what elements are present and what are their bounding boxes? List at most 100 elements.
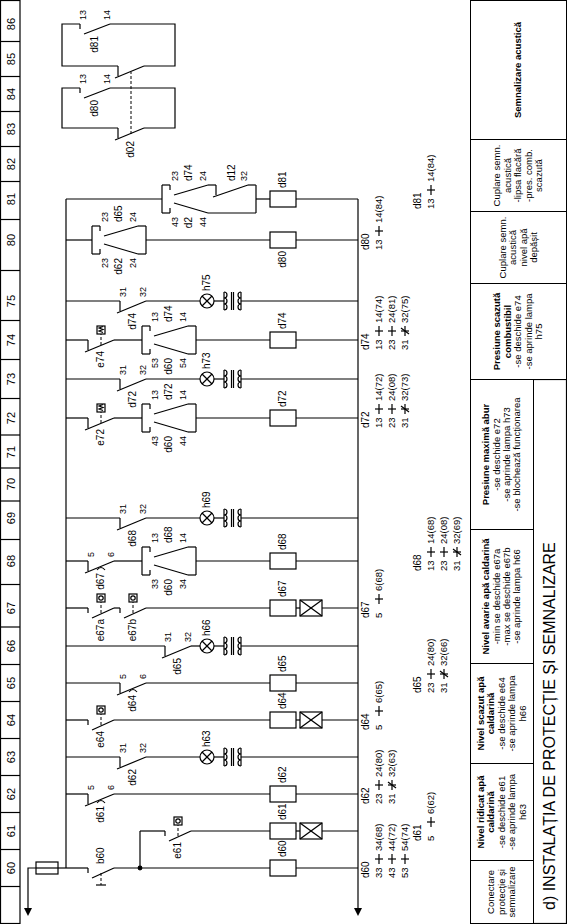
table-cell: Presiune scazută combustibil-se deschide… <box>470 283 567 380</box>
wire <box>195 326 196 354</box>
contact-reference: 44(72) <box>387 824 397 851</box>
delay-box <box>300 600 322 616</box>
contact-terminal <box>117 128 118 138</box>
contact-blade <box>154 547 188 557</box>
column-number: 82 <box>5 158 16 170</box>
wire <box>241 300 358 301</box>
contact-blade <box>117 518 146 530</box>
transformer-core <box>231 509 232 527</box>
wire <box>214 300 224 301</box>
contact-terminal <box>149 427 150 432</box>
relay-coil <box>270 232 296 248</box>
wire <box>140 830 165 831</box>
reference-tag: d68 <box>413 554 423 571</box>
terminal-number: 24 <box>129 258 138 268</box>
terminal-number: 23 <box>101 258 110 268</box>
wire <box>114 560 142 561</box>
contact-terminal <box>149 326 150 331</box>
wire <box>322 607 358 608</box>
cell-heading: Presiune scazută combustibil <box>492 287 513 376</box>
wire <box>114 719 270 720</box>
column-number: 84 <box>5 88 16 100</box>
device-tag: e64 <box>96 731 106 748</box>
column-divider <box>0 219 20 220</box>
column-number: 67 <box>5 602 16 614</box>
device-tag: d61 <box>96 806 106 823</box>
wire <box>66 867 88 868</box>
column-divider <box>0 146 20 147</box>
wire <box>139 831 140 868</box>
terminal-number: 31 <box>119 287 128 297</box>
pressure-sensor <box>97 326 105 334</box>
contact-blade <box>85 561 114 573</box>
wire <box>322 719 358 720</box>
contact-terminal <box>164 646 165 656</box>
lamp-tag: h63 <box>202 730 212 747</box>
terminal-number: 43 <box>387 867 397 878</box>
contact-symbol <box>401 328 409 334</box>
column-divider <box>0 359 20 360</box>
wire <box>66 378 120 379</box>
signal-lamp <box>202 513 212 523</box>
coil-tag: d64 <box>278 692 288 709</box>
cell-text: -se blochează funcționarea <box>512 383 522 526</box>
column-divider <box>0 500 20 501</box>
contact-symbol <box>375 710 383 711</box>
wire <box>191 830 270 831</box>
cell-text: -se deschide e74 <box>513 287 523 376</box>
column-divider <box>0 539 20 540</box>
float-sensor <box>97 594 105 602</box>
reference-tag: d74 <box>361 333 371 350</box>
device-tag: d72 <box>164 383 174 400</box>
transformer-winding <box>238 292 241 310</box>
float-mark <box>176 819 180 823</box>
wire <box>255 185 256 213</box>
terminal-number: 32 <box>139 743 148 753</box>
wire <box>214 517 224 518</box>
cell-text: -se aprinde lampa h63 <box>507 767 528 857</box>
cell-text: -se aprinde lampa h73 <box>502 383 512 526</box>
delay-mark <box>97 801 105 804</box>
device-tag: e67a <box>96 619 106 641</box>
wire <box>196 417 270 418</box>
supply-wire <box>58 867 66 868</box>
device-tag: d60 <box>164 436 174 453</box>
wire <box>66 198 162 199</box>
delay-box <box>300 712 322 728</box>
signal-lamp <box>200 639 214 653</box>
contact-blade <box>154 422 188 432</box>
wire <box>66 607 88 608</box>
column-number: 66 <box>5 640 16 652</box>
signal-lamp <box>202 641 212 651</box>
terminal-number: 14 <box>179 312 188 322</box>
contact-symbol <box>427 551 435 552</box>
wire <box>66 719 88 720</box>
reference-tag: d81 <box>413 192 423 209</box>
contact-reference: 34(68) <box>374 824 384 851</box>
arrow-head <box>354 908 362 916</box>
float-mark <box>99 708 103 712</box>
junction-dot <box>138 866 142 870</box>
device-tag: d74 <box>164 305 174 322</box>
device-tag: d81 <box>90 36 100 53</box>
contact-terminal <box>149 570 150 575</box>
column-divider <box>0 738 20 739</box>
wire <box>241 645 358 646</box>
reference-tag: d64 <box>361 713 371 730</box>
transformer-core <box>231 748 232 766</box>
contact-terminal <box>119 301 120 311</box>
wire <box>322 830 358 831</box>
reference-tag: d72 <box>361 411 371 428</box>
contact-blade <box>174 185 208 195</box>
contact-blade <box>117 379 146 391</box>
contact-blade <box>154 326 188 336</box>
terminal-number: 31 <box>439 682 449 693</box>
transformer-winding <box>223 509 224 527</box>
column-divider <box>0 181 20 182</box>
contact-terminal <box>99 226 100 231</box>
column-number: 80 <box>5 234 16 246</box>
signal-lamp <box>200 294 214 308</box>
terminal-number: 31 <box>400 417 410 428</box>
cell-heading: Cuplare semn. acustică <box>492 143 513 208</box>
column-divider <box>0 270 20 271</box>
